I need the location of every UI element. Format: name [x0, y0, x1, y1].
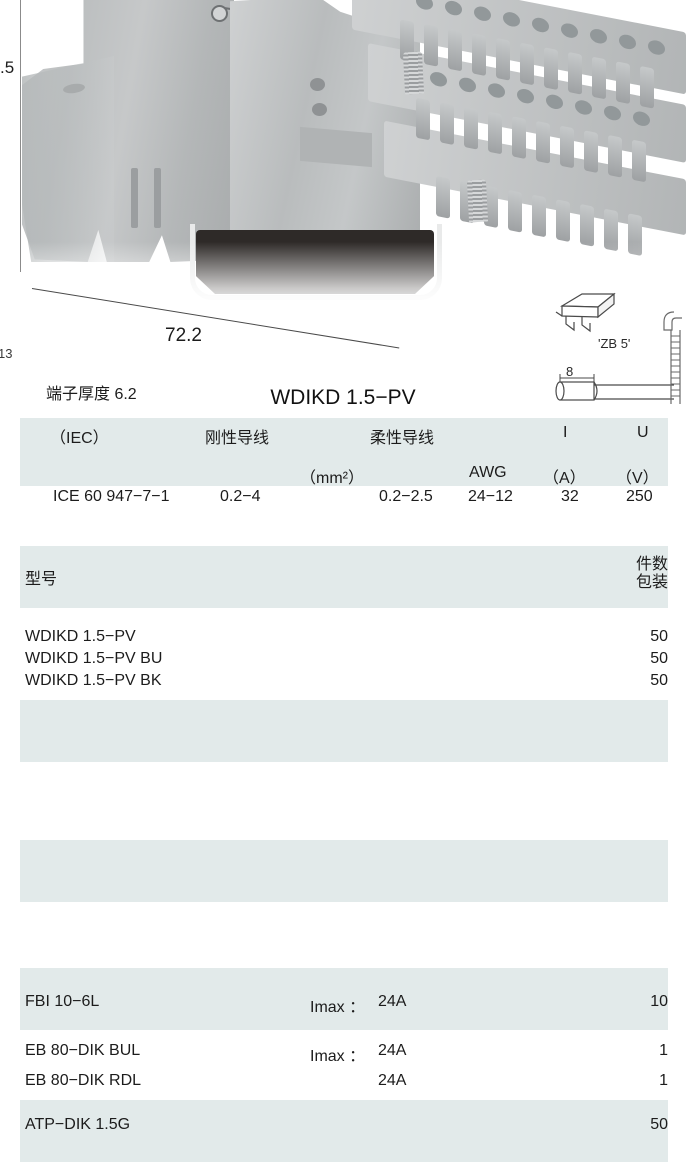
- din-rail-foot-edge: [190, 224, 442, 300]
- spec-value-current: 32: [561, 488, 579, 505]
- table-row: FBI 10−6L: [25, 993, 100, 1010]
- table-row-imax-value: 24A: [378, 1042, 407, 1059]
- model-header-pack-line1: 件数: [635, 556, 668, 573]
- terminal-block-notch-left: [131, 168, 138, 228]
- spec-header-flexible: 柔性导线: [370, 430, 435, 447]
- vertical-dimension-line: [20, 0, 21, 272]
- terminal-screw-lower: [466, 179, 489, 223]
- spec-header-current: I: [563, 424, 568, 441]
- vertical-dimension-label: .5: [0, 58, 15, 77]
- model-header-pack: 件数 包装: [568, 556, 668, 592]
- terminal-block-notch-right: [154, 168, 161, 228]
- list-item: WDIKD 1.5−PV BU: [25, 650, 163, 667]
- list-item-qty: 50: [650, 672, 668, 689]
- list-item-qty: 50: [650, 650, 668, 667]
- wire-strip-length-icon: [548, 368, 678, 415]
- spec-header-standard: （IEC）: [50, 430, 109, 447]
- list-item-qty: 50: [650, 628, 668, 645]
- table-row-imax-value: 24A: [378, 993, 407, 1010]
- zb5-marker-icon: [552, 290, 622, 345]
- spec-header-rigid: 刚性导线: [205, 430, 270, 447]
- table-row: EB 80−DIK BUL: [25, 1042, 141, 1059]
- spec-value-standard: ICE 60 947−7−1: [53, 488, 170, 505]
- table-row-qty: 1: [659, 1042, 668, 1059]
- table-row-qty: 1: [659, 1072, 668, 1089]
- model-header-model: 型号: [25, 571, 58, 588]
- page-number: 13: [0, 346, 13, 361]
- terminal-block-mid-slot: [300, 126, 372, 168]
- table-row: EB 80−DIK RDL: [25, 1072, 142, 1089]
- accessory-table-band-2: [20, 1100, 668, 1162]
- accessory-table-band-1: [20, 968, 668, 1030]
- spec-header-area-unit: （mm²）: [300, 470, 364, 487]
- din-rail-ruler-icon: [660, 308, 686, 413]
- terminal-screw-upper: [402, 51, 425, 95]
- spec-header-current-unit: （A）: [543, 470, 586, 487]
- model-table-header-band: [20, 546, 668, 608]
- spec-header-awg: AWG: [469, 464, 507, 481]
- table-row-imax-label: Imax ：: [310, 999, 366, 1016]
- terminal-block-hole-lower: [312, 103, 327, 116]
- wire-strip-length-label: 8: [566, 364, 574, 379]
- horizontal-dimension-label: 72.2: [165, 325, 202, 346]
- list-item: WDIKD 1.5−PV: [25, 628, 136, 645]
- table-row-imax-value: 24A: [378, 1072, 407, 1089]
- table-row-imax-label: Imax ：: [310, 1048, 366, 1065]
- page-title: WDIKD 1.5−PV: [270, 386, 416, 409]
- spec-header-voltage: U: [637, 424, 649, 441]
- spec-value-voltage: 250: [626, 488, 653, 505]
- spec-table-divider: [20, 486, 668, 487]
- terminal-block-hole-upper: [310, 78, 325, 91]
- spec-table-header-band: [20, 418, 668, 486]
- zb5-marker-label: 'ZB 5': [598, 336, 631, 351]
- model-table-empty-band-2: [20, 840, 668, 902]
- product-photo: [0, 0, 686, 310]
- terminal-thickness-label: 端子厚度 6.2: [46, 386, 137, 403]
- spec-header-voltage-unit: （V）: [616, 470, 659, 487]
- table-row-qty: 50: [650, 1116, 668, 1133]
- table-row-qty: 10: [650, 993, 668, 1010]
- model-header-pack-line2: 包装: [635, 574, 668, 591]
- table-row: ATP−DIK 1.5G: [25, 1116, 131, 1133]
- spec-value-flexible: 0.2−2.5: [379, 488, 433, 505]
- spec-value-awg: 24−12: [468, 488, 513, 505]
- list-item: WDIKD 1.5−PV BK: [25, 672, 162, 689]
- spec-value-rigid: 0.2−4: [220, 488, 261, 505]
- model-table-empty-band-1: [20, 700, 668, 762]
